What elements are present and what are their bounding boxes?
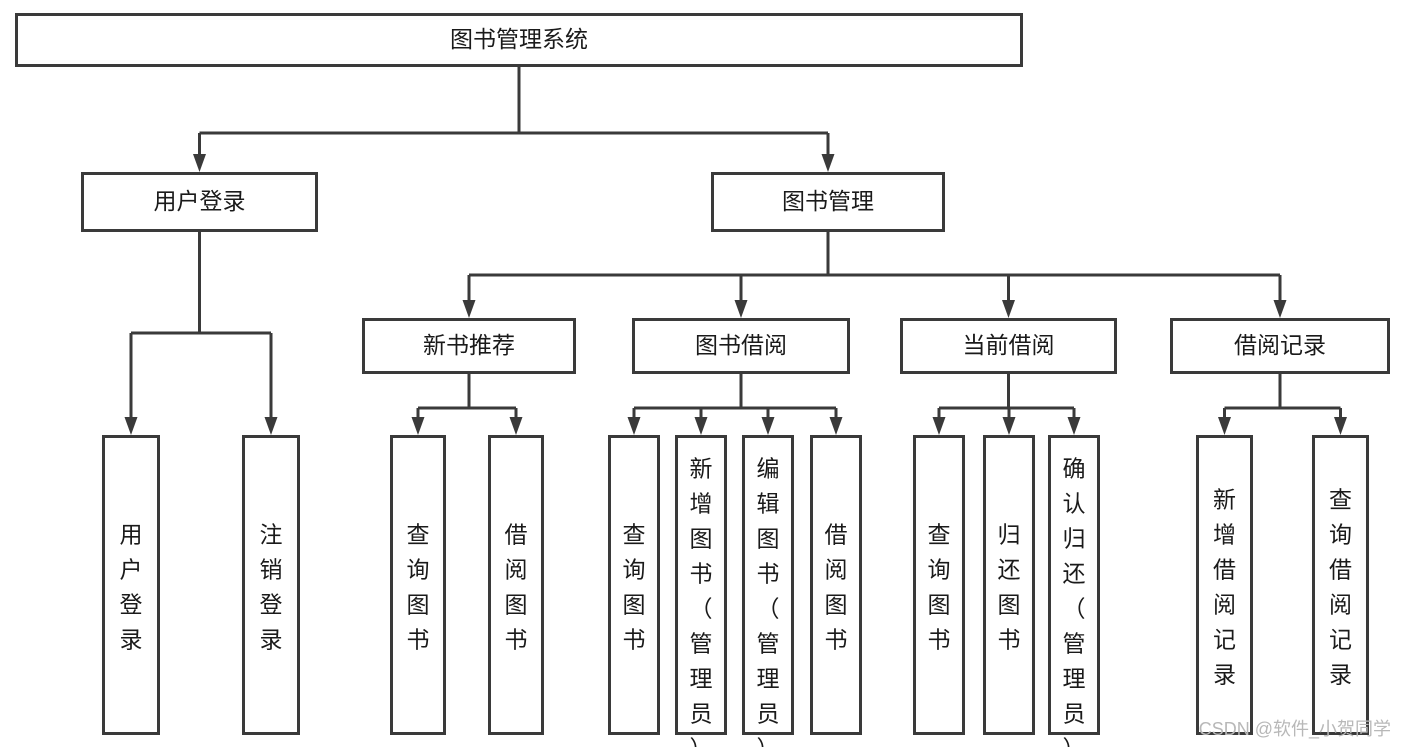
arrow-head-icon (627, 417, 641, 435)
csdn-watermark: CSDN @软件_小贺同学 (1198, 719, 1391, 739)
node-label: 借阅记录 (1234, 332, 1326, 358)
node-box[interactable] (983, 435, 1035, 735)
arrow-head-icon (124, 417, 138, 435)
node-l-bo-query[interactable]: 查询图书 (608, 435, 660, 735)
node-records[interactable]: 借阅记录 (1170, 318, 1390, 374)
node-label: 查询图书 (928, 521, 951, 652)
node-l-cu-return[interactable]: 归还图书 (983, 435, 1035, 735)
edge-group-root (193, 67, 835, 172)
edge-group-login (124, 232, 278, 435)
node-label: 查询图书 (623, 521, 646, 652)
arrow-head-icon (264, 417, 278, 435)
node-box[interactable] (102, 435, 160, 735)
node-label: 图书管理系统 (450, 26, 588, 52)
node-login[interactable]: 用户登录 (81, 172, 318, 232)
node-l-cu-conf[interactable]: 确认归还（管理员） (1048, 435, 1100, 747)
arrow-head-icon (734, 300, 748, 318)
node-root[interactable]: 图书管理系统 (15, 13, 1023, 67)
node-bookmgmt[interactable]: 图书管理 (711, 172, 945, 232)
node-label: 借阅图书 (505, 521, 528, 652)
node-box[interactable] (362, 318, 576, 374)
node-label: 归还图书 (998, 521, 1021, 652)
arrow-head-icon (462, 300, 476, 318)
node-l-nb-borrow[interactable]: 借阅图书 (488, 435, 544, 735)
node-l-re-query[interactable]: 查询借阅记录 (1312, 435, 1369, 735)
arrow-head-icon (1002, 417, 1016, 435)
node-l-cu-query[interactable]: 查询图书 (913, 435, 965, 735)
node-box[interactable] (1170, 318, 1390, 374)
node-box[interactable] (15, 13, 1023, 67)
node-label: 新增借阅记录 (1213, 486, 1236, 687)
node-l-bo-lend[interactable]: 借阅图书 (810, 435, 862, 735)
node-label: 查询图书 (407, 521, 430, 652)
node-newbook[interactable]: 新书推荐 (362, 318, 576, 374)
node-label: 查询借阅记录 (1329, 486, 1352, 687)
arrow-head-icon (694, 417, 708, 435)
node-box[interactable] (900, 318, 1117, 374)
node-label: 注销登录 (260, 521, 283, 652)
node-box[interactable] (913, 435, 965, 735)
node-box[interactable] (810, 435, 862, 735)
node-label: 图书借阅 (695, 332, 787, 358)
arrow-head-icon (1218, 417, 1231, 435)
arrow-head-icon (1067, 417, 1081, 435)
node-box[interactable] (742, 435, 794, 735)
node-box[interactable] (1048, 435, 1100, 735)
node-l-logout[interactable]: 注销登录 (242, 435, 300, 735)
node-label: 当前借阅 (963, 332, 1055, 358)
node-box[interactable] (242, 435, 300, 735)
node-l-bo-edit[interactable]: 编辑图书（管理员） (742, 435, 794, 747)
arrow-head-icon (193, 154, 206, 172)
node-box[interactable] (675, 435, 727, 735)
node-borrow[interactable]: 图书借阅 (632, 318, 850, 374)
node-box[interactable] (608, 435, 660, 735)
node-box[interactable] (1196, 435, 1253, 735)
node-label: 借阅图书 (825, 521, 848, 652)
node-l-login[interactable]: 用户登录 (102, 435, 160, 735)
edge-group-newbook (411, 374, 523, 435)
arrow-head-icon (509, 417, 523, 435)
arrow-head-icon (1273, 300, 1287, 318)
node-box[interactable] (1312, 435, 1369, 735)
node-label: 图书管理 (782, 188, 874, 214)
edge-group-borrow (627, 374, 843, 435)
node-box[interactable] (390, 435, 446, 735)
arrow-head-icon (411, 417, 425, 435)
node-box[interactable] (488, 435, 544, 735)
arrow-head-icon (761, 417, 775, 435)
arrow-head-icon (821, 154, 835, 172)
node-current[interactable]: 当前借阅 (900, 318, 1117, 374)
edge-group-records (1218, 374, 1347, 435)
node-label: 确认归还（管理员） (1063, 455, 1086, 747)
node-l-nb-query[interactable]: 查询图书 (390, 435, 446, 735)
node-label: 新书推荐 (423, 332, 515, 358)
node-box[interactable] (711, 172, 945, 232)
arrow-head-icon (829, 417, 843, 435)
node-label: 用户登录 (154, 188, 246, 214)
nodes-layer: 图书管理系统用户登录图书管理新书推荐图书借阅当前借阅借阅记录用户登录注销登录查询… (15, 13, 1390, 747)
node-box[interactable] (632, 318, 850, 374)
arrow-head-icon (932, 417, 946, 435)
arrow-head-icon (1334, 417, 1347, 435)
node-l-re-add[interactable]: 新增借阅记录 (1196, 435, 1253, 735)
edge-group-bookmgmt (462, 232, 1287, 318)
arrow-head-icon (1002, 300, 1015, 318)
node-label: 编辑图书（管理员） (757, 455, 780, 747)
node-label: 用户登录 (120, 521, 143, 652)
node-box[interactable] (81, 172, 318, 232)
node-label: 新增图书（管理员） (690, 455, 713, 747)
edge-group-current (932, 374, 1081, 435)
node-l-bo-add[interactable]: 新增图书（管理员） (675, 435, 727, 747)
edges-layer (124, 67, 1347, 435)
